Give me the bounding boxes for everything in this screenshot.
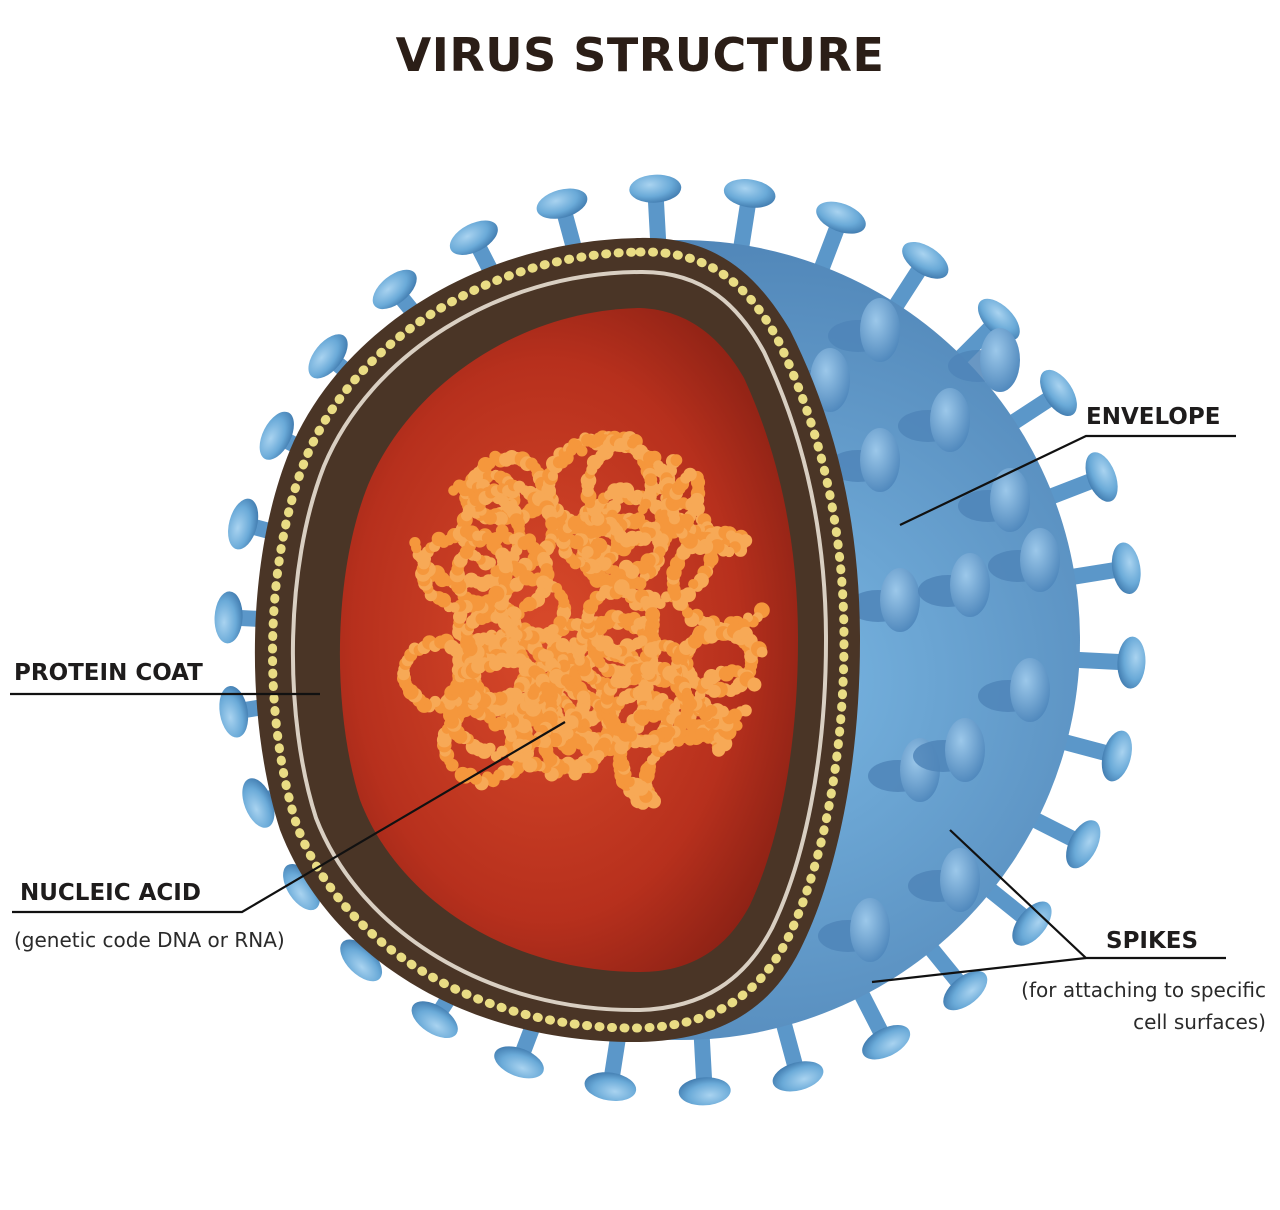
spikes-leader-2	[871, 956, 1087, 984]
nucleic-acid-strand	[397, 430, 770, 810]
protein-coat-bead-layer	[268, 247, 849, 1033]
surface-spike-icon	[978, 658, 1050, 722]
page-title: VIRUS STRUCTURE	[395, 28, 885, 82]
spike-icon	[918, 934, 988, 1011]
leader-lines	[10, 434, 1236, 984]
spike-icon	[1019, 808, 1101, 869]
protein-coat-label: PROTEIN COAT	[14, 660, 203, 686]
spike-icon	[1057, 542, 1141, 595]
surface-spike-icon	[988, 528, 1060, 592]
surface-spike-icon	[828, 298, 900, 362]
spikes-note-line2: cell surfaces)	[1133, 1010, 1266, 1034]
spike-icon	[883, 241, 949, 321]
spike-icon	[723, 178, 776, 263]
spike-icon	[678, 1021, 731, 1106]
spike-icon	[810, 201, 866, 284]
spikes-note-line1: (for attaching to specific	[1021, 978, 1266, 1002]
surface-spike-icon	[818, 898, 890, 962]
surface-spike-icon	[948, 328, 1020, 392]
surface-spike-icon	[913, 718, 985, 782]
nucleic-acid-leader	[12, 721, 566, 914]
surface-spike-icon	[958, 468, 1030, 532]
nucleic-acid-note: (genetic code DNA or RNA)	[14, 928, 285, 952]
spikes-label: SPIKES	[1106, 928, 1199, 954]
spikes-surface	[778, 298, 1060, 962]
envelope-label: ENVELOPE	[1086, 404, 1221, 430]
envelope-leader	[899, 434, 1236, 526]
spike-icon	[772, 1008, 824, 1092]
surface-spike-icon	[898, 388, 970, 452]
spike-icon	[998, 369, 1077, 435]
spike-icon	[1048, 730, 1132, 782]
surface-spike-icon	[908, 848, 980, 912]
spike-icon	[1061, 636, 1146, 689]
surface-spike-icon	[828, 428, 900, 492]
nucleic-acid-label: NUCLEIC ACID	[20, 880, 201, 906]
protein-coat-inner-rim	[290, 269, 829, 1013]
spike-icon	[975, 876, 1052, 946]
spike-icon	[1035, 452, 1118, 508]
surface-spike-icon	[918, 553, 990, 617]
surface-spike-icon	[848, 568, 920, 632]
spike-icon	[849, 979, 911, 1060]
